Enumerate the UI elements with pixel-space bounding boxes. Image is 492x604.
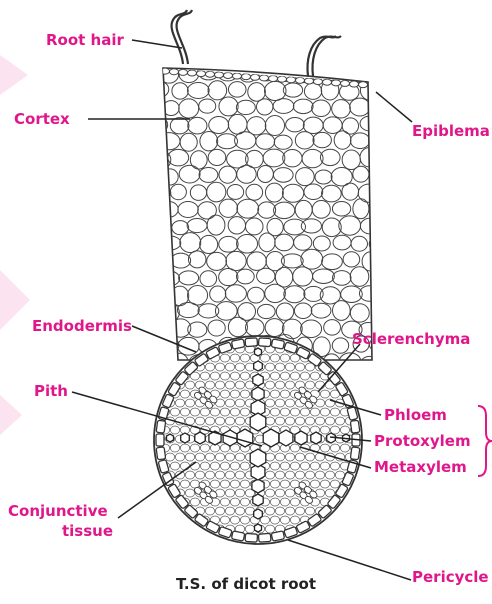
label-tissue: tissue bbox=[62, 522, 113, 540]
label-metaxylem: Metaxylem bbox=[374, 458, 467, 476]
label-root-hair: Root hair bbox=[46, 31, 124, 49]
figure-caption: T.S. of dicot root bbox=[0, 575, 492, 593]
stele bbox=[150, 336, 364, 544]
label-conjunctive: Conjunctive bbox=[8, 502, 108, 520]
label-protoxylem: Protoxylem bbox=[374, 432, 471, 450]
root-hairs bbox=[172, 10, 341, 76]
label-phloem: Phloem bbox=[384, 406, 447, 424]
label-endodermis: Endodermis bbox=[32, 317, 132, 335]
label-cortex: Cortex bbox=[14, 110, 70, 128]
label-pith: Pith bbox=[34, 382, 68, 400]
vascular-bracket bbox=[478, 406, 492, 476]
label-epiblema: Epiblema bbox=[412, 122, 490, 140]
label-sclerenchyma: Sclerenchyma bbox=[352, 330, 470, 348]
